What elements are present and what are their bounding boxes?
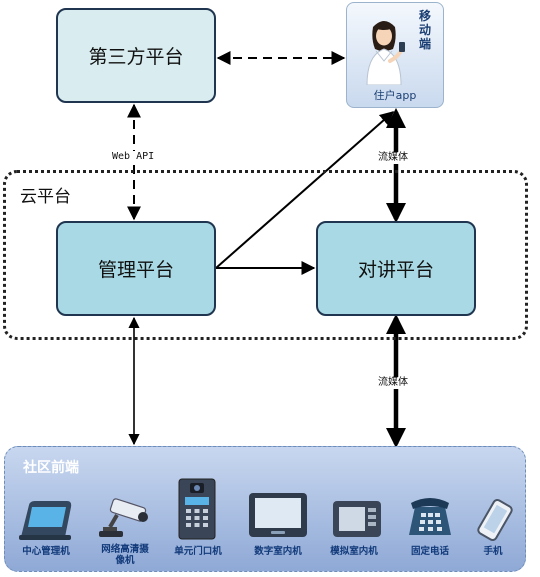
- cloud-platform-label: 云平台: [20, 187, 71, 207]
- mobile-terminal-node: 移动端 住户app: [346, 2, 444, 108]
- digital-indoor-monitor-icon: [249, 493, 307, 537]
- edge-management-mobile: [215, 111, 395, 269]
- device-label: 网络高清摄像机: [93, 544, 157, 566]
- resident-person-icon: [366, 21, 405, 85]
- device-label: 数字室内机: [254, 546, 302, 557]
- device-label: 固定电话: [410, 546, 449, 557]
- device-label-text: 网络高清摄像机: [101, 544, 149, 566]
- cloud-platform-region: [3, 170, 528, 340]
- door-station-icon: [178, 478, 216, 540]
- community-frontend-panel: 社区前端 中心管理机 网络高清摄像机 单元门口机 数字室内机: [4, 446, 526, 572]
- cctv-camera-icon: [99, 498, 148, 537]
- web-api-label: Web API: [111, 151, 156, 163]
- third-party-platform-label: 第三方平台: [88, 46, 184, 68]
- desk-phone-icon: [409, 498, 451, 535]
- device-label: 模拟室内机: [330, 546, 378, 557]
- management-platform-label: 管理平台: [97, 259, 174, 281]
- streaming-label-top: 流媒体: [377, 152, 409, 164]
- mobile-phone-icon: [477, 499, 513, 541]
- device-label: 手机: [483, 546, 503, 557]
- intercom-platform-node: 对讲平台: [316, 221, 476, 316]
- management-platform-node: 管理平台: [56, 221, 216, 316]
- mobile-terminal-title: 移动端: [418, 9, 431, 51]
- management-console-icon: [19, 501, 72, 540]
- device-label: 中心管理机: [22, 546, 70, 557]
- community-frontend-title: 社区前端: [23, 460, 79, 476]
- device-label: 单元门口机: [174, 546, 222, 557]
- streaming-label-bottom: 流媒体: [377, 377, 409, 389]
- intercom-platform-label: 对讲平台: [357, 259, 434, 281]
- analog-indoor-monitor-icon: [333, 501, 381, 537]
- resident-app-label: 住户app: [373, 89, 417, 102]
- third-party-platform-node: 第三方平台: [56, 8, 216, 103]
